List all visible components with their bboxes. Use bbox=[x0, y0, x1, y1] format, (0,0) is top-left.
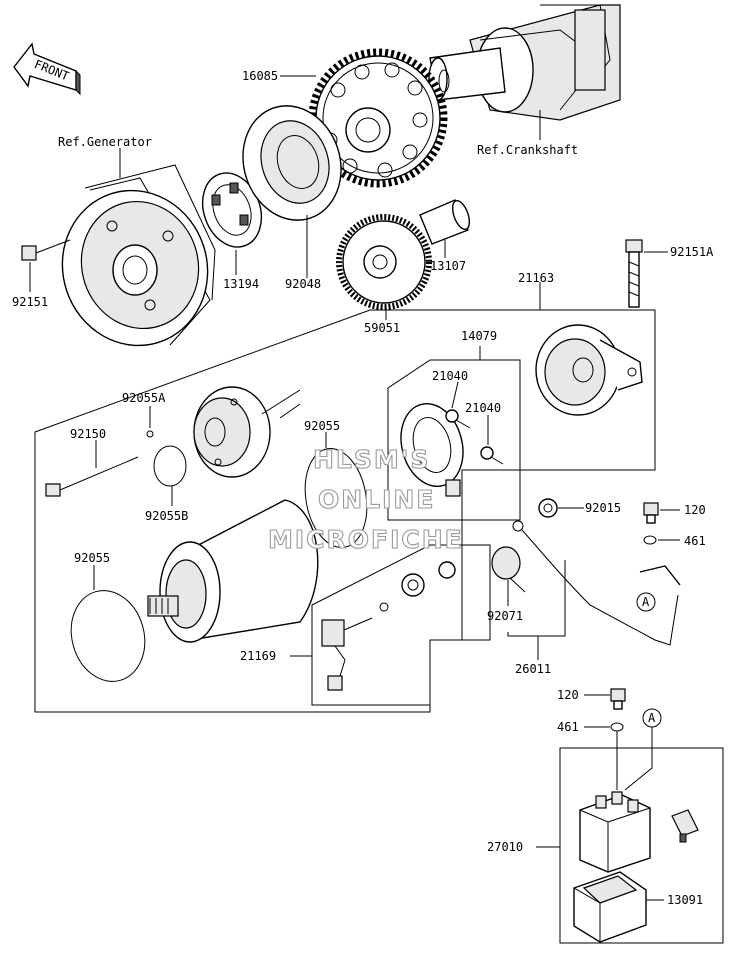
terminal-set-outline bbox=[311, 544, 491, 706]
starter-front-cover bbox=[193, 386, 301, 478]
part-120-a: 120 bbox=[684, 503, 706, 517]
part-92150: 92150 bbox=[70, 427, 106, 441]
part-27010: 27010 bbox=[487, 840, 523, 854]
o-ring-92055-top bbox=[304, 447, 368, 549]
brush-spring-2 bbox=[480, 446, 504, 465]
part-92151A: 92151A bbox=[670, 245, 714, 259]
part-13194: 13194 bbox=[223, 277, 259, 291]
clutch-housing bbox=[242, 105, 342, 221]
part-21163: 21163 bbox=[518, 271, 554, 285]
part-92048: 92048 bbox=[285, 277, 321, 291]
generator-rotor bbox=[61, 164, 216, 347]
watermark-line-3: MICROFICHE bbox=[268, 525, 464, 554]
part-21040-b: 21040 bbox=[465, 401, 501, 415]
crankshaft-illustration bbox=[428, 4, 621, 121]
terminal-cap bbox=[491, 546, 526, 593]
part-461-a: 461 bbox=[684, 534, 706, 548]
part-92055B: 92055B bbox=[145, 509, 188, 523]
watermark-line-1: HLSM'S bbox=[313, 445, 430, 474]
callout-a-top bbox=[636, 592, 656, 612]
part-16085: 16085 bbox=[242, 69, 278, 83]
ref-generator-label: Ref.Generator bbox=[58, 135, 152, 149]
part-92055-top: 92055 bbox=[304, 419, 340, 433]
ref-crankshaft-label: Ref.Crankshaft bbox=[477, 143, 578, 157]
one-way-clutch bbox=[201, 172, 263, 248]
starter-motor-body bbox=[147, 499, 319, 643]
watermark: HLSM'S ONLINE MICROFICHE bbox=[267, 444, 464, 554]
o-ring-92055-left bbox=[70, 590, 146, 682]
idle-gear bbox=[336, 214, 432, 310]
terminal-bolt-set bbox=[321, 561, 456, 691]
brush-plate bbox=[400, 402, 464, 497]
washer-461-top bbox=[643, 535, 657, 545]
part-92055A: 92055A bbox=[122, 391, 166, 405]
starter-cable bbox=[512, 520, 681, 646]
o-ring-92055B bbox=[153, 445, 187, 487]
part-26011: 26011 bbox=[515, 662, 551, 676]
part-13091: 13091 bbox=[667, 893, 703, 907]
part-14079: 14079 bbox=[461, 329, 497, 343]
part-92015: 92015 bbox=[585, 501, 621, 515]
bolt-120-top bbox=[643, 502, 659, 524]
part-92151: 92151 bbox=[12, 295, 48, 309]
watermark-line-2: ONLINE bbox=[318, 485, 435, 514]
part-92055-left: 92055 bbox=[74, 551, 110, 565]
part-92071: 92071 bbox=[487, 609, 523, 623]
nut-92015 bbox=[538, 498, 558, 518]
part-13107: 13107 bbox=[430, 259, 466, 273]
part-21040-a: 21040 bbox=[432, 369, 468, 383]
idle-shaft bbox=[419, 199, 471, 245]
part-59051: 59051 bbox=[364, 321, 400, 335]
part-120-b: 120 bbox=[557, 688, 579, 702]
starter-end-cover bbox=[535, 324, 643, 416]
washer-461-bottom bbox=[610, 722, 624, 732]
part-461-b: 461 bbox=[557, 720, 579, 734]
relay-outline bbox=[559, 747, 724, 944]
front-arrow-icon: FRONT bbox=[13, 42, 81, 96]
through-bolt-92150 bbox=[45, 456, 139, 497]
starter-clutch-gear bbox=[308, 48, 448, 188]
bolt-120-bottom bbox=[610, 688, 626, 710]
bolt-92151 bbox=[21, 239, 71, 261]
fuse bbox=[671, 809, 699, 843]
brush-holder-outline bbox=[387, 359, 521, 521]
relay-cover bbox=[573, 871, 647, 943]
brush-spring-1 bbox=[445, 409, 471, 429]
starter-relay bbox=[579, 791, 651, 873]
callout-a-top-label: A bbox=[642, 595, 650, 609]
part-21169: 21169 bbox=[240, 649, 276, 663]
callout-a-bottom-label: A bbox=[648, 711, 656, 725]
o-ring-small bbox=[146, 430, 154, 438]
bolt-92151A bbox=[625, 239, 643, 308]
